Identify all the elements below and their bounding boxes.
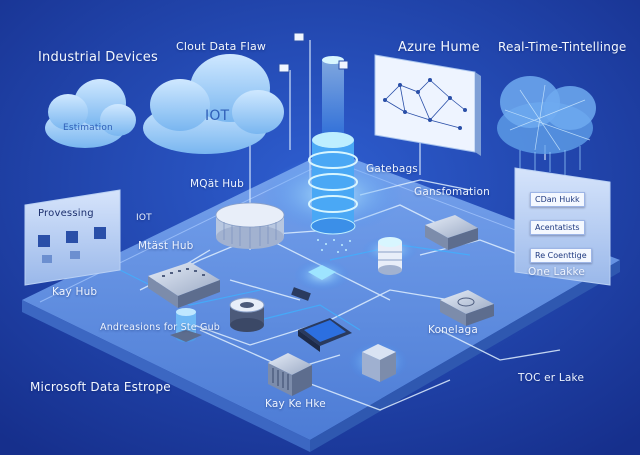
database-icon [170, 308, 202, 342]
server-icon [348, 342, 408, 382]
database-icon [215, 202, 285, 249]
cloud-icon [497, 76, 596, 180]
switch-icon [425, 215, 478, 250]
label-microsoft-data: Microsoft Data Estrope [30, 380, 171, 394]
side-panel-item: Acentatists [530, 220, 585, 235]
tablet-icon [24, 189, 121, 286]
label-kay-hub: Kay Hub [52, 286, 98, 298]
label-mqtt-hub: Mtäst Hub [138, 240, 194, 252]
label-mqtt-hub-top: MQät Hub [190, 178, 245, 190]
database-icon [263, 56, 403, 253]
label-gatebags: Gatebags [366, 163, 418, 175]
label-gansfomation: Gansfomation [414, 186, 490, 198]
label-processing: Provessing [38, 208, 94, 219]
router-icon [148, 262, 220, 308]
label-iot-cloud: IOT [205, 108, 230, 124]
connector-icon [291, 287, 311, 301]
network-graph-icon [374, 54, 481, 156]
cloud-icon [143, 54, 284, 154]
label-one-lakke: One Lakke [528, 266, 586, 278]
tablet-icon [298, 318, 352, 352]
label-cloud-data-flaw: Clout Data Flaw [176, 40, 267, 53]
database-icon [362, 236, 418, 275]
label-kay-ke-hke: Kay Ke Hke [265, 398, 326, 410]
label-industrial-devices: Industrial Devices [38, 50, 158, 65]
database-icon [229, 297, 265, 332]
label-estimation: Estimation [63, 123, 113, 133]
cloud-icon [45, 79, 136, 148]
node-icon [278, 32, 349, 73]
platform [22, 150, 620, 452]
label-real-time-intelligence: Real-Time-Tintellinge [498, 40, 627, 54]
side-panel-item: Re Coenttige [530, 248, 592, 263]
server-icon [268, 353, 312, 396]
router-icon [440, 290, 494, 326]
label-azure-hume: Azure Hume [398, 40, 480, 55]
label-konelaga: Konelaga [428, 324, 478, 336]
side-panel-item: CDan Hukk [530, 192, 585, 207]
label-tocer-lake: TOC er Lake [518, 372, 585, 384]
chip-icon [294, 259, 350, 291]
label-andreasions: Andreasions for Ste Gub [100, 322, 221, 333]
label-iot-small: IOT [136, 213, 152, 223]
